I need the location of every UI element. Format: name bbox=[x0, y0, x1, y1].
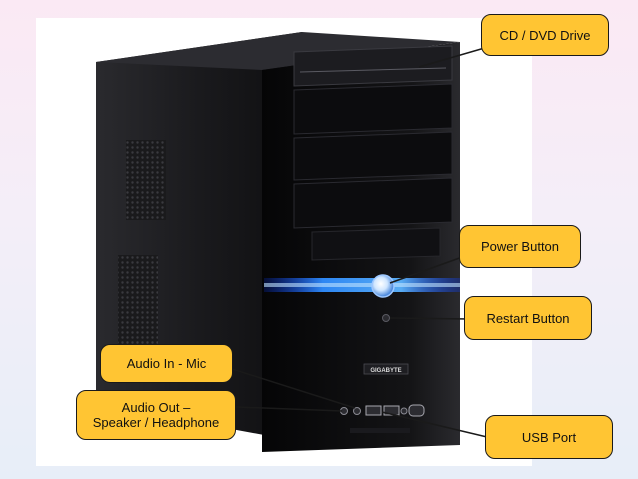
cd-dvd-drive-callout: CD / DVD Drive bbox=[481, 14, 609, 56]
audio-out-callout: Audio Out – Speaker / Headphone bbox=[76, 390, 236, 440]
power-button-callout: Power Button bbox=[459, 225, 581, 268]
front-jack bbox=[400, 407, 408, 415]
audio-out-label-line1: Audio Out – bbox=[121, 400, 191, 415]
firewire-port bbox=[408, 404, 425, 417]
power-button-label: Power Button bbox=[480, 239, 560, 254]
audio-in-label: Audio In - Mic bbox=[126, 356, 207, 371]
audio-out-pointer-line bbox=[235, 406, 343, 412]
led-highlight bbox=[264, 283, 460, 287]
cd-dvd-drive-label: CD / DVD Drive bbox=[499, 27, 591, 43]
drive-bay-4 bbox=[293, 177, 453, 229]
drive-bay-3 bbox=[293, 131, 453, 181]
cd-dvd-pointer-line bbox=[418, 46, 489, 68]
bottom-bezel bbox=[350, 428, 410, 433]
case-top-panel bbox=[96, 32, 460, 70]
audio-in-pointer-line bbox=[228, 367, 356, 409]
restart-button-callout: Restart Button bbox=[464, 296, 592, 340]
side-vent-lower bbox=[118, 255, 158, 345]
optical-drive-slot bbox=[299, 67, 447, 73]
brand-badge-text: GIGABYTE bbox=[370, 368, 401, 374]
restart-button bbox=[382, 314, 390, 322]
restart-pointer-line bbox=[389, 317, 471, 320]
brand-badge bbox=[363, 363, 409, 375]
usb-pointer-line bbox=[381, 411, 488, 438]
restart-button-label: Restart Button bbox=[486, 310, 570, 326]
audio-out-label-line2: Speaker / Headphone bbox=[92, 415, 220, 430]
drive-bay-2 bbox=[293, 83, 453, 135]
power-button bbox=[371, 274, 395, 298]
audio-in-jack bbox=[353, 407, 361, 415]
optical-drive-bay bbox=[293, 45, 453, 87]
side-vent-upper bbox=[126, 140, 166, 220]
usb-port-1 bbox=[365, 405, 382, 416]
small-bay bbox=[311, 227, 441, 261]
audio-in-callout: Audio In - Mic bbox=[100, 344, 233, 383]
power-pointer-line bbox=[389, 255, 466, 284]
usb-port-label: USB Port bbox=[521, 429, 577, 445]
usb-port-callout: USB Port bbox=[485, 415, 613, 459]
